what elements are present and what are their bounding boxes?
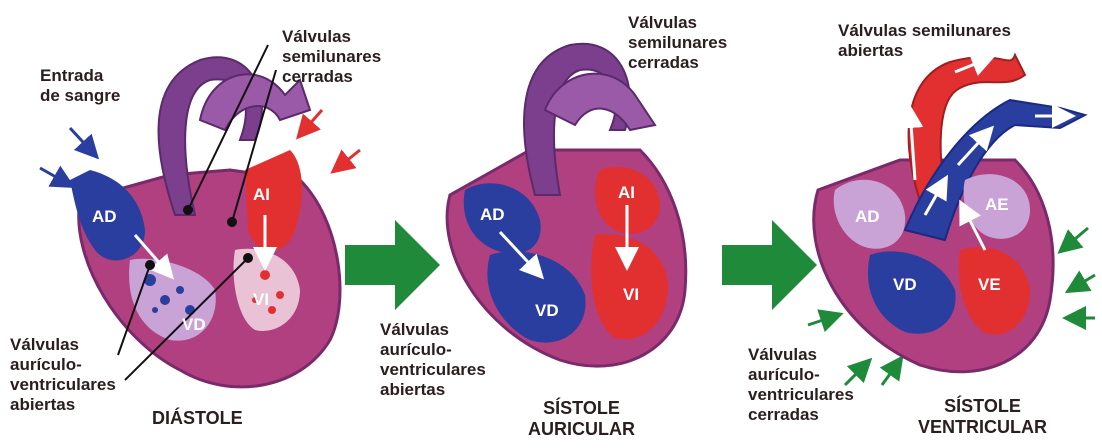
chamber-label: VI bbox=[623, 285, 639, 304]
transition-arrow-2 bbox=[722, 220, 817, 310]
blood-in-arrow-3 bbox=[300, 110, 322, 135]
chamber-label: VD bbox=[535, 301, 559, 320]
chamber-label: AD bbox=[92, 207, 117, 226]
chamber-label: AD bbox=[855, 207, 880, 226]
chamber-label: AI bbox=[618, 183, 635, 202]
blood-in-arrow-4 bbox=[335, 150, 360, 170]
blood-in-arrow-2 bbox=[40, 168, 70, 185]
transition-arrow-1 bbox=[345, 220, 440, 310]
chamber-label: AE bbox=[985, 195, 1009, 214]
semilunar-valves-label: Válvulas semilunares cerradas bbox=[628, 13, 727, 73]
panel-atrial-systole: AD AI VD VI bbox=[447, 44, 686, 366]
chamber-label: VD bbox=[893, 275, 917, 294]
squeeze-arrow bbox=[882, 360, 900, 385]
av-valves-label: Válvulas aurículo- ventriculares abierta… bbox=[10, 335, 116, 415]
squeeze-arrow bbox=[1062, 228, 1088, 250]
semilunar-valves-label: Válvulas semilunares cerradas bbox=[282, 27, 381, 87]
chamber-label: VD bbox=[182, 315, 206, 334]
phase-caption: DIÁSTOLE bbox=[152, 408, 243, 429]
chamber-label: VI bbox=[253, 290, 269, 309]
av-valves-label: Válvulas aurículo- ventriculares abierta… bbox=[380, 320, 486, 400]
blood-entry-label: Entrada de sangre bbox=[40, 66, 120, 106]
chamber-label: AD bbox=[480, 205, 505, 224]
blood-in-arrow-1 bbox=[70, 128, 95, 155]
panel-ventricular-systole: AD AE VD VE bbox=[808, 55, 1095, 385]
semilunar-valves-label: Válvulas semilunares abiertas bbox=[838, 21, 1011, 61]
squeeze-arrow bbox=[808, 315, 838, 325]
chamber-label: VE bbox=[978, 275, 1001, 294]
phase-caption: SÍSTOLE AURICULAR bbox=[528, 398, 635, 440]
squeeze-arrow bbox=[1070, 275, 1095, 290]
chamber-label: AI bbox=[253, 185, 270, 204]
phase-caption: SÍSTOLE VENTRICULAR bbox=[918, 396, 1047, 438]
av-valves-label: Válvulas aurículo- ventriculares cerrada… bbox=[748, 345, 854, 425]
